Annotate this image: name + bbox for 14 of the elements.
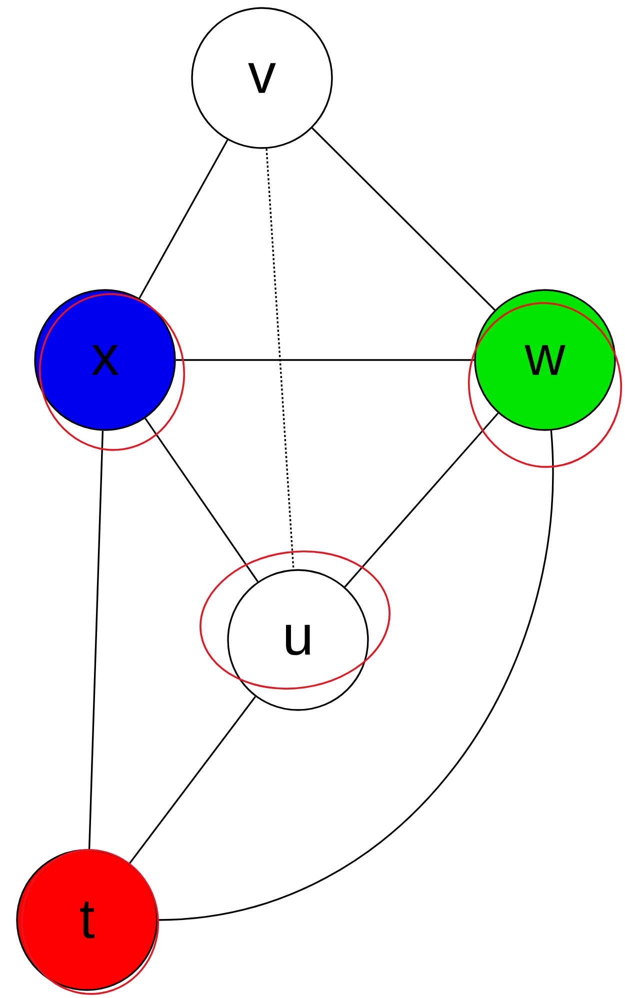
graph-vertex: t xyxy=(16,849,158,991)
graph-edge xyxy=(144,418,258,582)
graph-edge xyxy=(312,127,496,311)
graph-edge xyxy=(176,359,474,361)
graph-edge xyxy=(158,430,554,921)
graph-vertex: u xyxy=(227,569,369,711)
graph-edge xyxy=(88,430,104,850)
graph-edge xyxy=(138,139,228,299)
graph-edge xyxy=(344,412,499,588)
graph-vertex: x xyxy=(34,289,176,431)
graph-vertex: w xyxy=(474,289,616,431)
graph-edge xyxy=(128,696,256,864)
graph-edge xyxy=(266,148,294,570)
graph-vertex: v xyxy=(191,7,333,149)
